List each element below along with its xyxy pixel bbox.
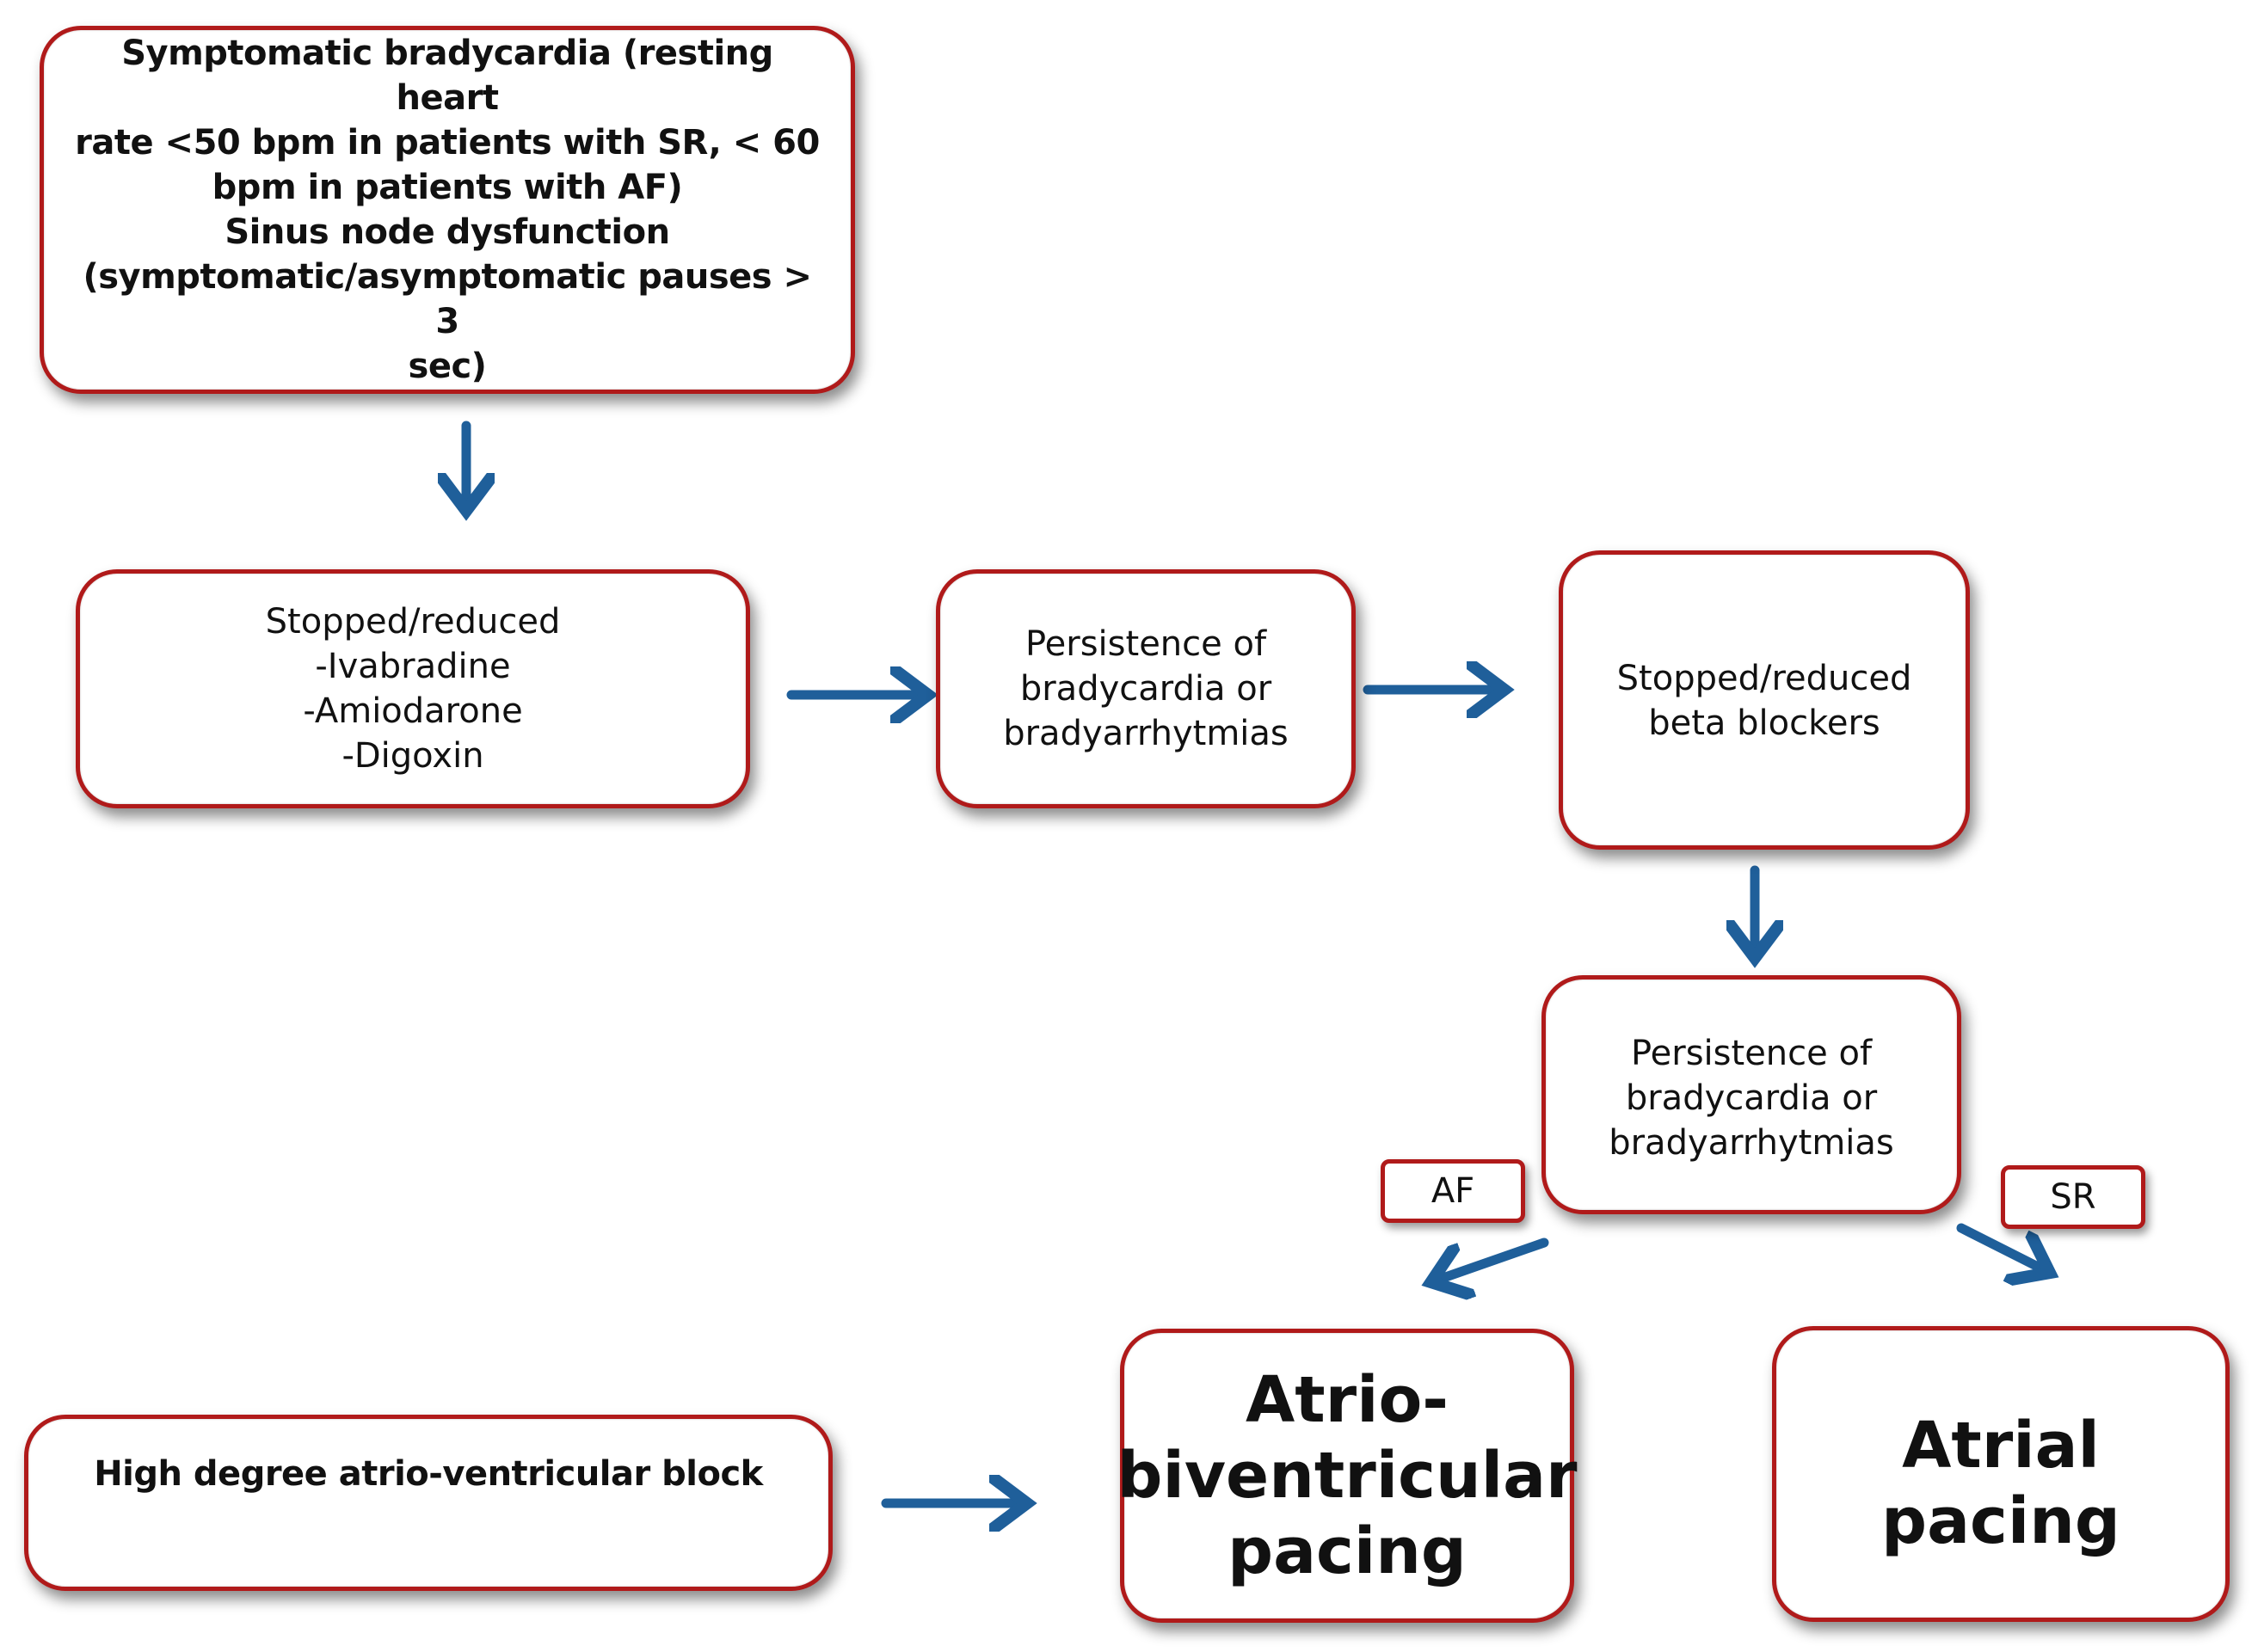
af-label: AF (1431, 1171, 1475, 1211)
persistence2-line1: Persistence of (1630, 1034, 1873, 1073)
sr-label-box: SR (2001, 1165, 2145, 1229)
symptomatic-line1: Symptomatic bradycardia (resting heart (121, 34, 773, 118)
biv-line2: biventricular (1117, 1439, 1578, 1513)
persistence1-line3: bradyarrhytmias (1003, 714, 1289, 753)
sinus-node-line1: Sinus node dysfunction (225, 212, 670, 252)
persistence2-line2: bradycardia or (1625, 1078, 1878, 1118)
drug-digoxin: -Digoxin (341, 736, 484, 776)
stopped-drugs-title: Stopped/reduced (265, 602, 561, 642)
biv-line1: Atrio- (1245, 1363, 1449, 1437)
arrow-af-to-biv (1438, 1237, 1549, 1280)
persistence1-line2: bradycardia or (1019, 669, 1272, 709)
symptomatic-line3: bpm in patients with AF) (212, 168, 683, 207)
persistence-box-1: Persistence of bradycardia or bradyarrhy… (936, 569, 1356, 808)
atrial-pacing-box: Atrial pacing (1772, 1326, 2230, 1622)
stopped-beta-blockers-box: Stopped/reduced beta blockers (1559, 550, 1970, 850)
persistence2-line3: bradyarrhytmias (1609, 1123, 1894, 1163)
atrial-line1: Atrial (1902, 1409, 2100, 1483)
af-label-box: AF (1381, 1159, 1525, 1223)
stopped-drugs-box: Stopped/reduced -Ivabradine -Amiodarone … (76, 569, 750, 808)
av-block-box: High degree atrio-ventricular block (24, 1415, 833, 1591)
arrow-sr-to-atrial (1956, 1223, 2043, 1269)
drug-amiodarone: -Amiodarone (303, 691, 523, 731)
drug-ivabradine: -Ivabradine (315, 647, 511, 686)
persistence1-line1: Persistence of (1024, 624, 1267, 664)
beta-line1: Stopped/reduced (1616, 659, 1912, 698)
biv-pacing-box: Atrio- biventricular pacing (1117, 1329, 1578, 1623)
symptomatic-bradycardia-box: Symptomatic bradycardia (resting heart r… (40, 26, 855, 394)
sinus-node-line2: (symptomatic/asymptomatic pauses > 3 (83, 257, 812, 341)
beta-line2: beta blockers (1648, 703, 1880, 743)
sinus-node-line3: sec) (408, 347, 487, 386)
av-block-text: High degree atrio-ventricular block (94, 1454, 763, 1494)
symptomatic-line2: rate <50 bpm in patients with SR, < 60 (75, 123, 820, 163)
persistence-box-2: Persistence of bradycardia or bradyarrhy… (1541, 975, 1961, 1214)
biv-line3: pacing (1228, 1514, 1467, 1588)
sr-label: SR (2050, 1177, 2096, 1217)
atrial-line2: pacing (1881, 1484, 2120, 1558)
